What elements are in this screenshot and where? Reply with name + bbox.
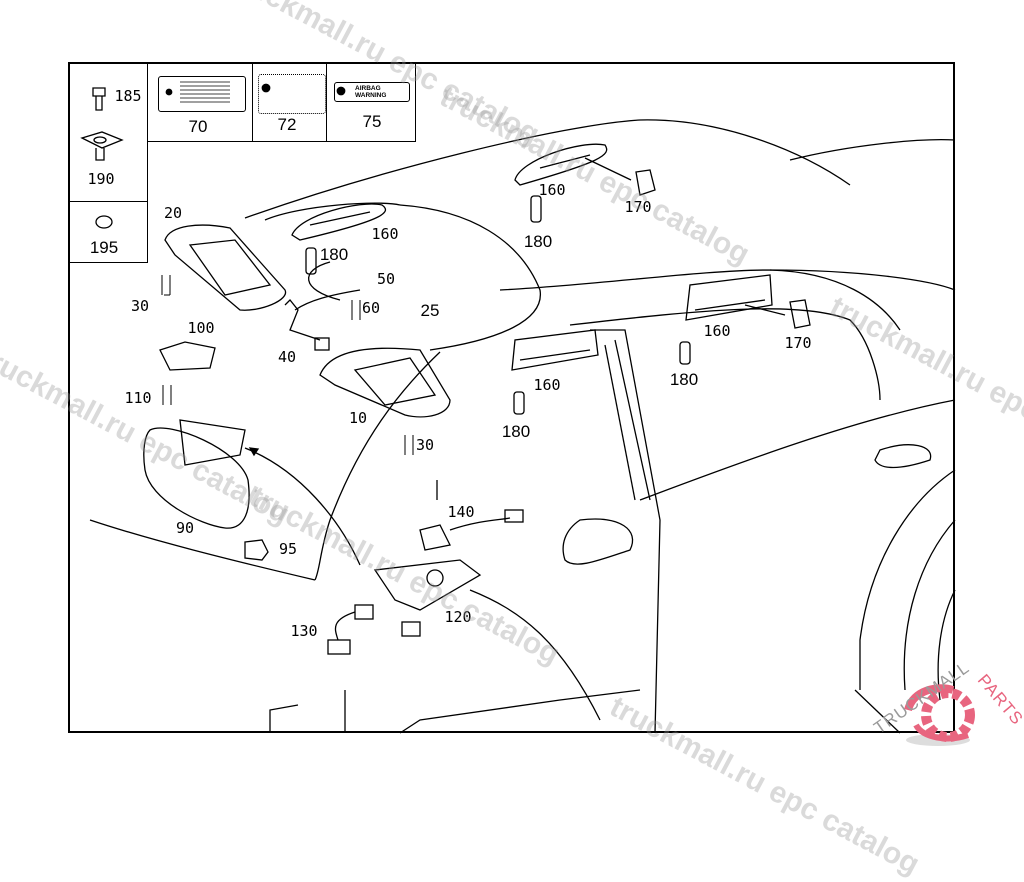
callout-72: 72 bbox=[277, 115, 297, 134]
bolt-185-icon bbox=[92, 87, 106, 111]
callout-120: 120 bbox=[444, 608, 472, 626]
leader-arrows bbox=[244, 157, 786, 566]
clip-170-icons bbox=[635, 169, 811, 329]
callout-160: 160 bbox=[538, 181, 566, 199]
sun-visor-10 bbox=[319, 347, 451, 418]
callout-30: 30 bbox=[415, 436, 435, 454]
callout-190: 190 bbox=[87, 170, 115, 188]
gear-logo-icon bbox=[904, 684, 975, 746]
callout-40: 40 bbox=[277, 348, 297, 366]
cable-40 bbox=[284, 299, 330, 351]
diagram-frame bbox=[68, 62, 955, 733]
connector-130 bbox=[327, 604, 421, 655]
parts-drawing bbox=[80, 81, 956, 734]
callout-50: 50 bbox=[376, 270, 396, 288]
callout-30: 30 bbox=[130, 297, 150, 315]
callout-90: 90 bbox=[175, 519, 195, 537]
legend-cell-70 bbox=[147, 62, 253, 142]
legend-cell-75 bbox=[326, 62, 416, 142]
lamp-140 bbox=[419, 509, 524, 551]
lamp-120 bbox=[373, 559, 482, 611]
legend-cell-72 bbox=[252, 62, 327, 142]
callout-185: 185 bbox=[114, 87, 142, 105]
callout-180: 180 bbox=[669, 370, 699, 389]
callout-20: 20 bbox=[163, 204, 183, 222]
clip-190-icon bbox=[80, 131, 124, 161]
sun-visor-20 bbox=[164, 224, 286, 311]
bulb-95 bbox=[244, 539, 269, 561]
airbag-label-text: AIRBAG WARNING bbox=[355, 85, 387, 99]
callout-10: 10 bbox=[348, 409, 368, 427]
truckmall-parts-logo: TRUCKMALL PARTS bbox=[858, 658, 1024, 755]
grab-handle-160-b bbox=[514, 143, 608, 186]
warning-label-72 bbox=[258, 74, 326, 114]
callout-70: 70 bbox=[188, 117, 208, 136]
callout-110: 110 bbox=[124, 389, 152, 407]
callout-160: 160 bbox=[533, 376, 561, 394]
callout-180: 180 bbox=[501, 422, 531, 441]
callout-160: 160 bbox=[371, 225, 399, 243]
legend-cell-185-190 bbox=[68, 62, 148, 202]
callout-160: 160 bbox=[703, 322, 731, 340]
callout-75: 75 bbox=[362, 112, 382, 131]
rearview-mirror-90 bbox=[143, 419, 250, 529]
car-body-outline bbox=[89, 119, 956, 734]
screw-180-icons bbox=[305, 195, 691, 415]
callout-180: 180 bbox=[523, 232, 553, 251]
screws-30-60-110 bbox=[161, 275, 414, 455]
grab-handle-160-a bbox=[291, 203, 387, 241]
callout-140: 140 bbox=[447, 503, 475, 521]
callout-100: 100 bbox=[187, 319, 215, 337]
grab-handle-160-d bbox=[685, 274, 773, 321]
warning-label-75: AIRBAG WARNING bbox=[334, 82, 410, 102]
callout-195: 195 bbox=[89, 238, 119, 257]
callout-130: 130 bbox=[290, 622, 318, 640]
base-plate-100 bbox=[159, 341, 216, 371]
legend-cell-195 bbox=[68, 201, 148, 263]
callout-180: 180 bbox=[319, 245, 349, 264]
grab-handle-160-c bbox=[511, 329, 599, 371]
callout-25: 25 bbox=[420, 301, 440, 320]
callout-170: 170 bbox=[624, 198, 652, 216]
callout-60: 60 bbox=[361, 299, 381, 317]
callout-170: 170 bbox=[784, 334, 812, 352]
label-70-lines bbox=[165, 81, 346, 103]
callout-95: 95 bbox=[278, 540, 298, 558]
washer-195-icon bbox=[95, 215, 113, 229]
